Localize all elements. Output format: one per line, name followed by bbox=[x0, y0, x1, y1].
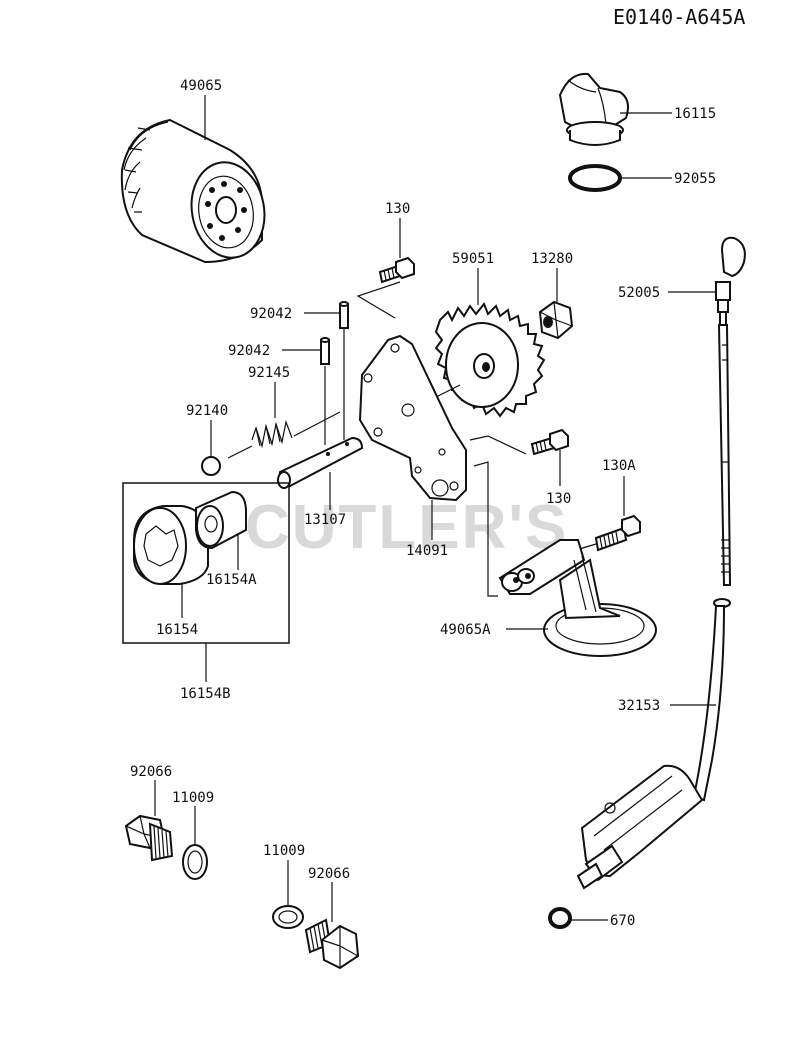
axis-spring-ball bbox=[227, 445, 253, 459]
label-16154: 16154 bbox=[156, 622, 198, 638]
label-49065: 49065 bbox=[180, 78, 222, 94]
gear-59051-part bbox=[434, 302, 546, 418]
leader-130-top-target bbox=[356, 281, 401, 319]
o-ring-670 bbox=[548, 907, 572, 929]
label-13280: 13280 bbox=[531, 251, 573, 267]
leader-plate-bolt bbox=[469, 435, 527, 455]
label-11009-a: 11009 bbox=[172, 790, 214, 806]
oil-filter-part bbox=[120, 118, 266, 264]
label-14091: 14091 bbox=[406, 543, 448, 559]
label-59051: 59051 bbox=[452, 251, 494, 267]
label-92055: 92055 bbox=[674, 171, 716, 187]
dipstick-tube-32153-part bbox=[576, 598, 731, 890]
spring-92145-part bbox=[251, 419, 293, 449]
drain-plug-92066-a bbox=[124, 814, 174, 862]
washer-11009-a-hole bbox=[187, 850, 203, 874]
label-130A: 130A bbox=[602, 458, 636, 474]
label-92042-b: 92042 bbox=[228, 343, 270, 359]
pin-92042-a bbox=[339, 301, 349, 329]
label-670: 670 bbox=[610, 913, 635, 929]
outer-rotor-16154 bbox=[133, 505, 209, 585]
washer-11009-b-hole bbox=[278, 910, 298, 924]
nut-13280-part bbox=[538, 300, 574, 340]
label-16154B: 16154B bbox=[180, 686, 231, 702]
drain-plug-92066-b bbox=[304, 918, 360, 970]
label-92145: 92145 bbox=[248, 365, 290, 381]
bolt-130-top bbox=[378, 256, 415, 284]
label-32153: 32153 bbox=[618, 698, 660, 714]
label-16115: 16115 bbox=[674, 106, 716, 122]
ball-92140-part bbox=[201, 456, 221, 476]
label-92066-a: 92066 bbox=[130, 764, 172, 780]
label-92140: 92140 bbox=[186, 403, 228, 419]
leader-plate-strainer bbox=[473, 461, 498, 597]
diagram-code: E0140-A645A bbox=[613, 5, 745, 29]
label-49065A: 49065A bbox=[440, 622, 491, 638]
label-16154A: 16154A bbox=[206, 572, 257, 588]
label-92042-a: 92042 bbox=[250, 306, 292, 322]
pin-92042-b bbox=[320, 337, 330, 365]
plate-14091-part bbox=[358, 334, 467, 502]
label-130-mid: 130 bbox=[546, 491, 571, 507]
label-130-top: 130 bbox=[385, 201, 410, 217]
watermark-text: CUTLER'S bbox=[245, 493, 569, 562]
oil-filler-cap-part bbox=[558, 72, 629, 146]
inner-rotor-16154A bbox=[195, 490, 247, 550]
o-ring-92055 bbox=[568, 164, 622, 192]
bolt-130-mid bbox=[530, 428, 569, 456]
dipstick-52005-part bbox=[715, 236, 746, 586]
label-92066-b: 92066 bbox=[308, 866, 350, 882]
label-13107: 13107 bbox=[304, 512, 346, 528]
label-11009-b: 11009 bbox=[263, 843, 305, 859]
label-52005: 52005 bbox=[618, 285, 660, 301]
bolt-130A-part bbox=[594, 514, 641, 552]
axis-spring-plate bbox=[293, 411, 341, 437]
oil-strainer-49065A-part bbox=[498, 539, 657, 657]
shaft-13107-part bbox=[277, 436, 364, 489]
